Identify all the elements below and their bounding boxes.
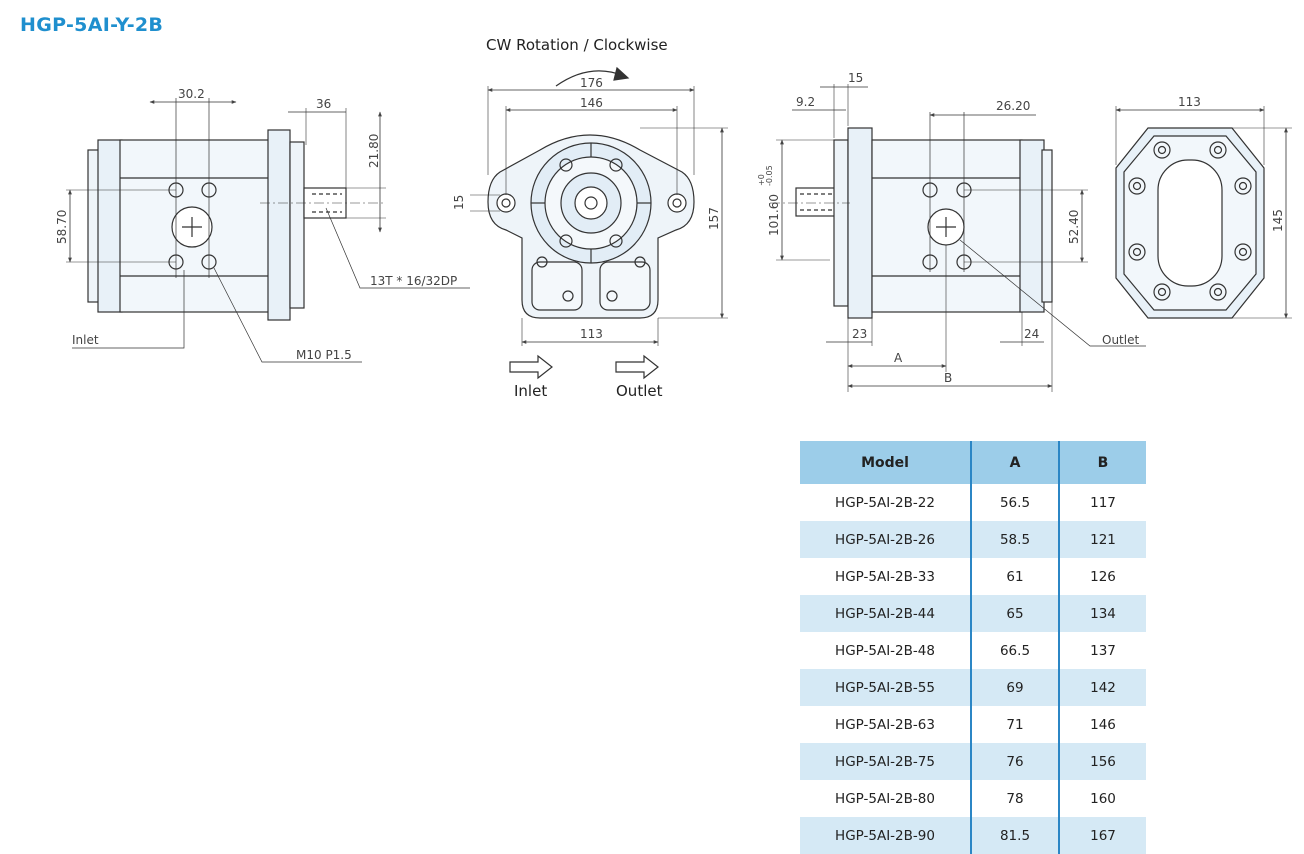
right-side-view [770, 84, 1146, 392]
table-row: HGP-5AI-2B-22 56.5 117 [800, 484, 1146, 521]
svg-text:Outlet: Outlet [1102, 333, 1139, 347]
svg-text:146: 146 [580, 96, 603, 110]
svg-text:176: 176 [580, 76, 603, 90]
svg-text:36: 36 [316, 97, 331, 111]
page-title: HGP-5AI-Y-2B [20, 14, 164, 36]
inlet-label: Inlet [514, 382, 547, 400]
svg-text:113: 113 [580, 327, 603, 341]
rear-view [1115, 106, 1292, 319]
header-b: B [1058, 441, 1146, 484]
right-view-labels: 15 9.2 26.20 101.60 +0 -0.05 52.40 23 24… [757, 71, 1139, 385]
svg-text:13T * 16/32DP: 13T * 16/32DP [370, 274, 457, 288]
svg-text:A: A [894, 351, 903, 365]
table-row: HGP-5AI-2B-90 81.5 167 [800, 817, 1146, 854]
svg-text:58.70: 58.70 [55, 210, 69, 244]
svg-text:15: 15 [848, 71, 863, 85]
svg-text:-0.05: -0.05 [765, 165, 774, 186]
left-view-labels: 30.2 36 21.80 58.70 13T * 16/32DP Inlet … [55, 87, 457, 362]
cell-a: 65 [970, 595, 1059, 632]
cell-b: 167 [1058, 817, 1146, 854]
cell-model: HGP-5AI-2B-75 [800, 743, 971, 780]
model-dimension-table: Model A B HGP-5AI-2B-22 56.5 117 HGP-5AI… [800, 441, 1146, 854]
svg-text:+0: +0 [757, 174, 766, 186]
front-view [470, 66, 728, 380]
table-row: HGP-5AI-2B-48 66.5 137 [800, 632, 1146, 669]
cell-b: 126 [1058, 558, 1146, 595]
svg-text:101.60: 101.60 [767, 194, 781, 236]
cell-a: 76 [970, 743, 1059, 780]
table-row: HGP-5AI-2B-33 61 126 [800, 558, 1146, 595]
cell-a: 71 [970, 706, 1059, 743]
svg-text:145: 145 [1271, 209, 1285, 232]
cell-a: 66.5 [970, 632, 1059, 669]
header-model: Model [800, 441, 971, 484]
cell-b: 160 [1058, 780, 1146, 817]
svg-text:157: 157 [707, 207, 721, 230]
rear-view-labels: 113 145 [1178, 95, 1285, 232]
cell-model: HGP-5AI-2B-33 [835, 568, 935, 585]
table-row: HGP-5AI-2B-75 76 156 [800, 743, 1146, 780]
cell-a: 61 [970, 558, 1059, 595]
cell-a: 78 [970, 780, 1059, 817]
svg-text:Inlet: Inlet [72, 333, 99, 347]
svg-text:M10 P1.5: M10 P1.5 [296, 348, 352, 362]
left-side-view [66, 98, 470, 363]
table-row: HGP-5AI-2B-80 78 160 [800, 780, 1146, 817]
cell-model: HGP-5AI-2B-80 [835, 790, 935, 807]
svg-text:B: B [944, 371, 952, 385]
cell-b: 121 [1058, 521, 1146, 558]
svg-text:26.20: 26.20 [996, 99, 1030, 113]
cell-b: 142 [1058, 669, 1146, 706]
svg-text:CW Rotation / Clockwise: CW Rotation / Clockwise [486, 36, 668, 54]
svg-text:113: 113 [1178, 95, 1201, 109]
cell-b: 117 [1058, 484, 1146, 521]
svg-text:30.2: 30.2 [178, 87, 205, 101]
cell-b: 146 [1058, 706, 1146, 743]
cell-model: HGP-5AI-2B-55 [800, 669, 971, 706]
technical-drawing: 30.2 36 21.80 58.70 13T * 16/32DP Inlet … [55, 36, 1292, 400]
cell-model: HGP-5AI-2B-26 [800, 521, 971, 558]
cell-model: HGP-5AI-2B-22 [835, 494, 935, 511]
table-header-row: Model A B [800, 441, 1146, 484]
table-row: HGP-5AI-2B-26 58.5 121 [800, 521, 1146, 558]
front-view-labels: CW Rotation / Clockwise 176 146 15 157 1… [452, 36, 721, 400]
cell-a: 56.5 [970, 484, 1059, 521]
cell-a: 81.5 [970, 817, 1059, 854]
cell-model: HGP-5AI-2B-90 [800, 817, 971, 854]
header-a: A [970, 441, 1059, 484]
svg-text:15: 15 [452, 195, 466, 210]
table-row: HGP-5AI-2B-55 69 142 [800, 669, 1146, 706]
table-row: HGP-5AI-2B-44 65 134 [800, 595, 1146, 632]
cell-a: 58.5 [970, 521, 1059, 558]
cell-model: HGP-5AI-2B-63 [835, 716, 935, 733]
svg-text:24: 24 [1024, 327, 1039, 341]
svg-text:52.40: 52.40 [1067, 210, 1081, 244]
svg-text:21.80: 21.80 [367, 134, 381, 168]
cell-model: HGP-5AI-2B-48 [835, 642, 935, 659]
svg-text:23: 23 [852, 327, 867, 341]
outlet-label: Outlet [616, 382, 663, 400]
cell-a: 69 [970, 669, 1059, 706]
cell-b: 137 [1058, 632, 1146, 669]
cell-model: HGP-5AI-2B-44 [800, 595, 971, 632]
cell-b: 134 [1058, 595, 1146, 632]
table-row: HGP-5AI-2B-63 71 146 [800, 706, 1146, 743]
cell-b: 156 [1058, 743, 1146, 780]
svg-text:9.2: 9.2 [796, 95, 815, 109]
